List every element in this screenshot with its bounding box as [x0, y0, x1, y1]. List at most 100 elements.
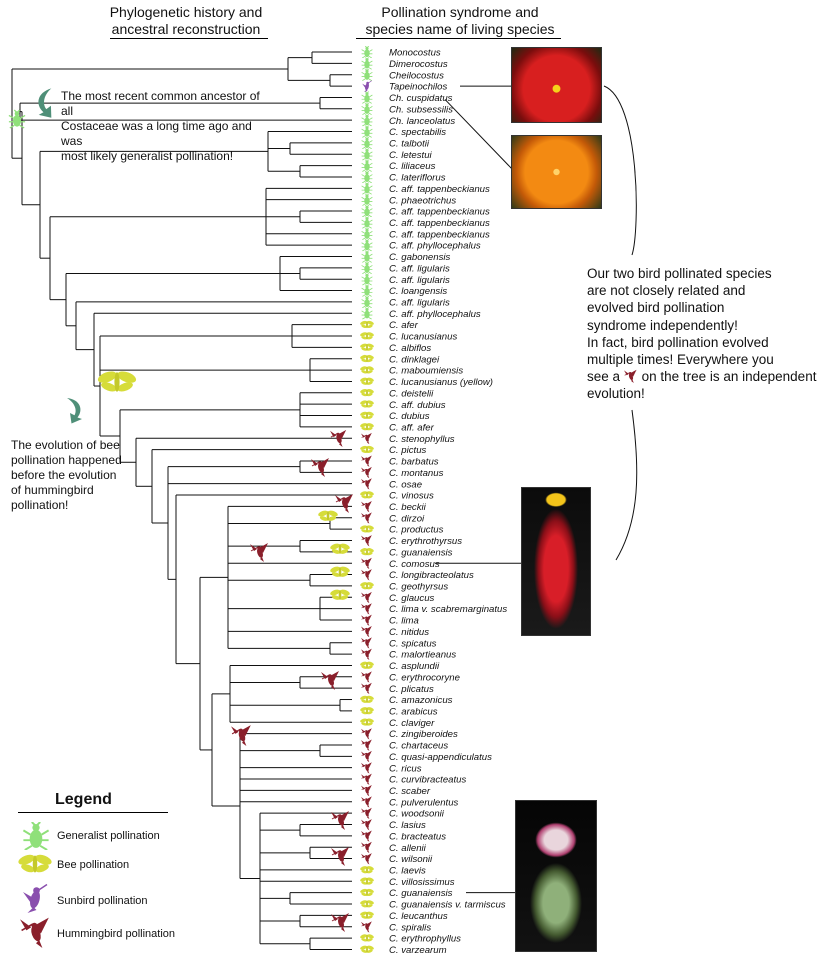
species-label: C. quasi-appendiculatus [389, 752, 492, 763]
bee-icon [360, 524, 374, 534]
species-label: C. laevis [389, 866, 426, 877]
callout-lines [435, 85, 638, 894]
bee-icon [360, 354, 374, 363]
species-label: C. arabicus [389, 706, 438, 717]
species-label: C. woodsonii [389, 809, 445, 820]
species-label: C. aff. tappenbeckianus [389, 229, 490, 240]
hummingbird-icon-transition [330, 810, 350, 830]
species-label: C. barbatus [389, 457, 439, 468]
bee-icon [360, 581, 374, 590]
bee-icon [360, 422, 374, 431]
legend-underline [18, 812, 168, 813]
species-label: C. leucanthus [389, 911, 448, 922]
hummingbird-icon [360, 477, 373, 490]
legend-generalist-label: Generalist pollination [57, 830, 160, 842]
species-label: C. villosissimus [389, 877, 455, 888]
generalist-icon [361, 193, 373, 206]
bee-icon-transition [330, 588, 350, 601]
species-label: Ch. subsessilis [389, 104, 453, 115]
bee-icon [360, 399, 374, 409]
bee-icon [360, 694, 374, 704]
species-label: C. pulverulentus [389, 797, 459, 808]
hummingbird-icon-transition [335, 493, 354, 513]
species-label: C. asplundii [389, 661, 440, 672]
bee-icon [360, 933, 374, 943]
species-label: C. comosus [389, 559, 440, 570]
generalist-icon [361, 159, 373, 172]
hummingbird-icon [360, 807, 373, 820]
bracket-curve [603, 85, 637, 256]
species-label: C. varzearum [389, 945, 447, 953]
bee-note-line2: pollination happened [11, 453, 122, 467]
hummingbird-icon [360, 455, 373, 467]
species-label: C. talbotii [389, 138, 430, 149]
bee-icon [360, 388, 374, 397]
species-label: C. gabonensis [389, 252, 451, 263]
species-label: Cheilocostus [389, 70, 444, 81]
hummingbird-icon-transition [330, 846, 350, 866]
species-label: C. liliaceus [389, 161, 436, 172]
left-header-underline [110, 38, 268, 39]
hummingbird-icon [360, 648, 373, 661]
right-header-line2: species name of living species [365, 21, 555, 37]
bee-icon [360, 888, 374, 897]
hummingbird-icon [360, 625, 373, 638]
species-label: C. lima [389, 616, 419, 627]
species-label: C. guanaiensis v. tarmiscus [389, 900, 506, 911]
species-label: C. lucanusianus [389, 332, 457, 343]
bee-icon [360, 331, 374, 341]
species-label: Ch. lanceolatus [389, 116, 455, 127]
generalist-icon [361, 205, 373, 218]
generalist-icon [22, 822, 50, 850]
hummingbird-icon [360, 466, 373, 479]
bird-note-line5: In fact, bird pollination evolved [587, 334, 769, 350]
species-label: C. letestui [389, 150, 433, 161]
species-label: Tapeinochilos [389, 82, 448, 93]
hummingbird-icon [360, 830, 373, 842]
bee-icon-transition [318, 509, 338, 522]
hummingbird-icon [360, 682, 373, 695]
legend-bee-label: Bee pollination [57, 859, 130, 871]
ancestor-note-line3: most likely generalist pollination! [61, 149, 234, 163]
bee-icon [360, 410, 374, 420]
curved-arrow-icon [34, 88, 57, 120]
species-label: C. stenophyllus [389, 434, 455, 445]
species-label: C. productus [389, 525, 444, 536]
bird-note-line2: are not closely related and [587, 283, 746, 299]
hummingbird-icon [360, 727, 373, 740]
species-label: C. aff. afer [389, 422, 435, 433]
bee-icon [360, 865, 374, 874]
bee-note-line4: of hummingbird [11, 483, 94, 497]
hummingbird-icon [360, 671, 373, 683]
hummingbird-icon [360, 568, 373, 581]
species-label: Monocostus [389, 48, 441, 59]
species-label: C. scaber [389, 786, 431, 797]
species-label: C. zingiberoides [389, 729, 458, 740]
species-label: C. chartaceus [389, 741, 448, 752]
generalist-icon [361, 136, 373, 149]
bird-note-line8: evolution! [587, 386, 645, 402]
species-label: C. lucanusianus (yellow) [389, 377, 493, 388]
hummingbird-icon [360, 591, 373, 604]
bird-note-line4: syndrome independently! [587, 317, 738, 333]
legend-sunbird-label: Sunbird pollination [57, 895, 148, 907]
species-label: C. ricus [389, 763, 422, 774]
species-label: C. vinosus [389, 491, 434, 502]
generalist-icon [361, 216, 373, 229]
hummingbird-icon [360, 852, 373, 865]
species-label: C. glaucus [389, 593, 435, 604]
ancestor-note-line1: The most recent common ancestor of all [61, 89, 260, 118]
hummingbird-icon [360, 750, 373, 763]
left-header: Phylogenetic history and ancestral recon… [96, 4, 276, 38]
sunbird-icon [22, 883, 48, 913]
bee-icon [360, 717, 374, 727]
bee-icon-transition [330, 542, 350, 555]
species-label: C. amazonicus [389, 695, 453, 706]
hummingbird-icon [360, 784, 373, 797]
bee-icon [360, 342, 374, 352]
hummingbird-icon [360, 920, 373, 933]
generalist-icon [361, 284, 373, 297]
species-label: C. aff. ligularis [389, 263, 450, 274]
generalist-icon-transition [8, 109, 26, 129]
